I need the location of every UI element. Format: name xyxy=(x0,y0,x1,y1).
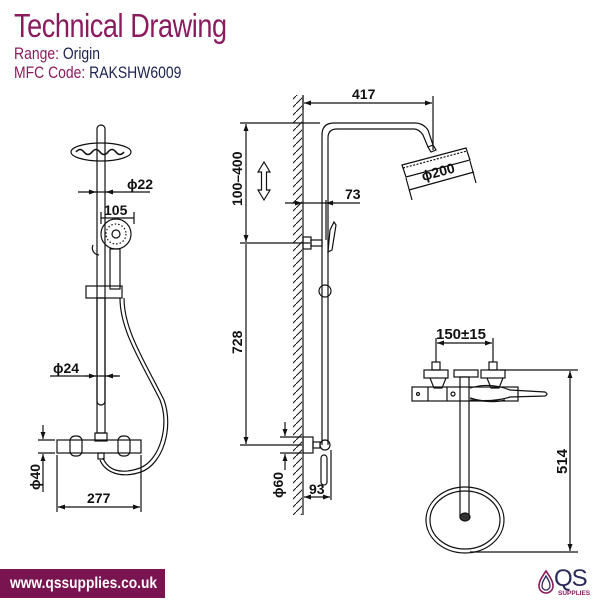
side-shower-head xyxy=(401,147,471,178)
shower-head xyxy=(70,142,132,162)
dim-arm-projection: 417 xyxy=(352,86,376,102)
footer-url-bar: www.qssupplies.co.uk xyxy=(0,569,165,598)
range-value: Origin xyxy=(62,44,101,63)
dim-rail-diameter: ϕ22 xyxy=(127,176,153,192)
header: Technical Drawing Range: Origin MFC Code… xyxy=(14,7,273,83)
website-link[interactable]: www.qssupplies.co.uk xyxy=(10,574,158,592)
side-view-labels: 417 ϕ200 100–400 73 728 ϕ60 93 xyxy=(229,86,457,498)
mfc-code-value: RAKSHW6009 xyxy=(89,63,182,82)
valve-body xyxy=(411,386,519,402)
front-view xyxy=(38,124,169,512)
dim-inlet-centres: 150±15 xyxy=(436,326,486,343)
page-title: Technical Drawing xyxy=(14,7,227,44)
mfc-code-label: MFC Code: xyxy=(14,63,86,82)
dim-riser-height: 728 xyxy=(229,330,245,354)
shower-arm xyxy=(321,122,434,445)
shower-rail xyxy=(96,124,106,406)
top-view xyxy=(411,338,578,554)
dim-inlet-diameter: ϕ60 xyxy=(270,472,286,498)
mfc-code-line: MFC Code: RAKSHW6009 xyxy=(14,63,227,82)
dim-valve-offset: 93 xyxy=(309,481,325,497)
droplet-icon xyxy=(538,569,554,594)
dim-valve-width: 277 xyxy=(87,490,111,506)
range-line: Range: Origin xyxy=(14,44,227,63)
side-view xyxy=(240,95,477,515)
dim-handset-width: 105 xyxy=(104,202,128,218)
dim-height-adjust: 100–400 xyxy=(229,151,245,206)
top-view-labels: 150±15 514 xyxy=(436,326,571,474)
range-label: Range: xyxy=(14,44,59,63)
riser-base xyxy=(425,486,505,554)
dim-holder-offset: 73 xyxy=(345,186,361,202)
qs-supplies-logo: QS SUPPLIES xyxy=(536,565,598,598)
front-view-labels: ϕ22 105 ϕ24 ϕ40 277 xyxy=(27,176,153,506)
dim-head-diameter: ϕ200 xyxy=(420,160,457,184)
dim-valve-diameter: ϕ40 xyxy=(27,464,43,490)
dim-riser-diameter: ϕ24 xyxy=(53,360,79,376)
logo-text: QS xyxy=(554,565,588,592)
dim-total-height: 514 xyxy=(554,448,571,474)
logo-subtext: SUPPLIES xyxy=(558,590,591,597)
wall-hatch xyxy=(293,95,302,515)
